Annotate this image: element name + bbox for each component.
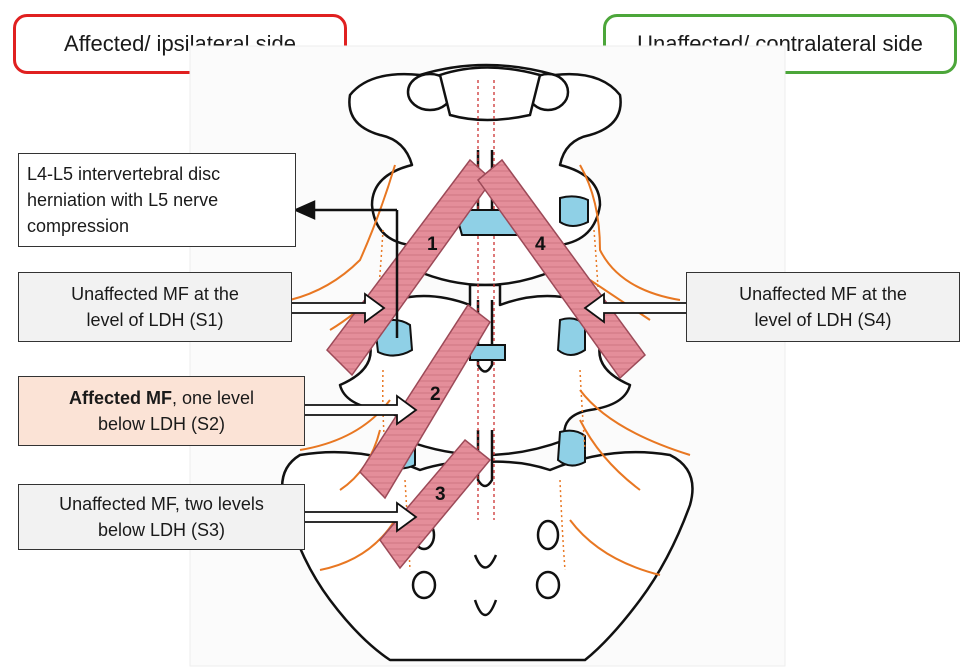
- vertebral-body-top: [440, 68, 540, 121]
- herniation-line-2: herniation with L5 nerve: [27, 187, 220, 213]
- s2-rest-label: , one level: [172, 388, 254, 408]
- sacral-foramen-r2: [537, 572, 559, 598]
- muscle-number-2: 2: [430, 384, 441, 405]
- muscle-number-4: 4: [535, 234, 546, 255]
- l5s1-disc-right: [558, 431, 585, 466]
- s2-line-2: below LDH (S2): [69, 411, 254, 437]
- herniation-callout: L4-L5 intervertebral disc herniation wit…: [18, 153, 296, 247]
- s4-line-1: Unaffected MF at the: [739, 281, 907, 307]
- muscle-number-3: 3: [435, 484, 446, 505]
- herniation-line-3: compression: [27, 213, 220, 239]
- s3-callout: Unaffected MF, two levels below LDH (S3): [18, 484, 305, 550]
- s2-bold-label: Affected MF: [69, 388, 172, 408]
- s1-line-1: Unaffected MF at the: [71, 281, 239, 307]
- s4-callout: Unaffected MF at the level of LDH (S4): [686, 272, 960, 342]
- s1-line-2: level of LDH (S1): [71, 307, 239, 333]
- upper-disc-right: [560, 196, 588, 226]
- sacral-foramen-r1: [538, 521, 558, 549]
- s4-line-2: level of LDH (S4): [739, 307, 907, 333]
- muscle-number-1: 1: [427, 234, 438, 255]
- herniation-line-1: L4-L5 intervertebral disc: [27, 161, 220, 187]
- sacral-foramen-l2: [413, 572, 435, 598]
- s3-line-1: Unaffected MF, two levels: [59, 491, 264, 517]
- s3-line-2: below LDH (S3): [59, 517, 264, 543]
- s2-callout: Affected MF, one level below LDH (S2): [18, 376, 305, 446]
- s1-callout: Unaffected MF at the level of LDH (S1): [18, 272, 292, 342]
